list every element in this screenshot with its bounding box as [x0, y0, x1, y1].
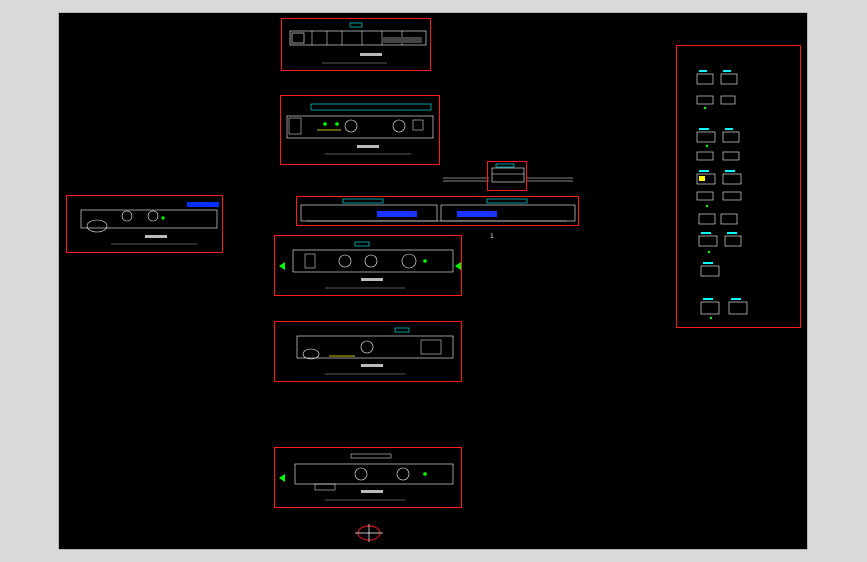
sheet-mid2-frame[interactable] [274, 321, 462, 382]
sheet-elevation-frame[interactable] [296, 196, 579, 226]
drawing-icon [80, 202, 219, 245]
drawing-icon [289, 22, 427, 64]
sheet-mid1-frame[interactable] [274, 235, 462, 296]
drawing-icon [491, 163, 525, 183]
drawing-icon [696, 70, 748, 320]
drawing-icon [279, 453, 454, 501]
sheet-details-right-frame[interactable] [676, 45, 801, 328]
north-arrow-icon [355, 524, 383, 542]
sheet-second-frame[interactable] [280, 95, 440, 165]
detail-leader-lines [443, 177, 573, 182]
sheet-left-frame[interactable] [66, 195, 223, 253]
sheet-bottom-frame[interactable] [274, 447, 462, 508]
sheet-detail-frame[interactable] [487, 161, 527, 191]
drawing-icon [300, 198, 576, 222]
drawing-icon [296, 327, 454, 375]
drawing-icon [279, 241, 461, 289]
drawing-canvas[interactable]: 1 [59, 13, 807, 549]
sheet-top-frame[interactable] [281, 18, 431, 71]
small-mark: 1 [490, 233, 494, 240]
drawing-icon [286, 103, 434, 155]
